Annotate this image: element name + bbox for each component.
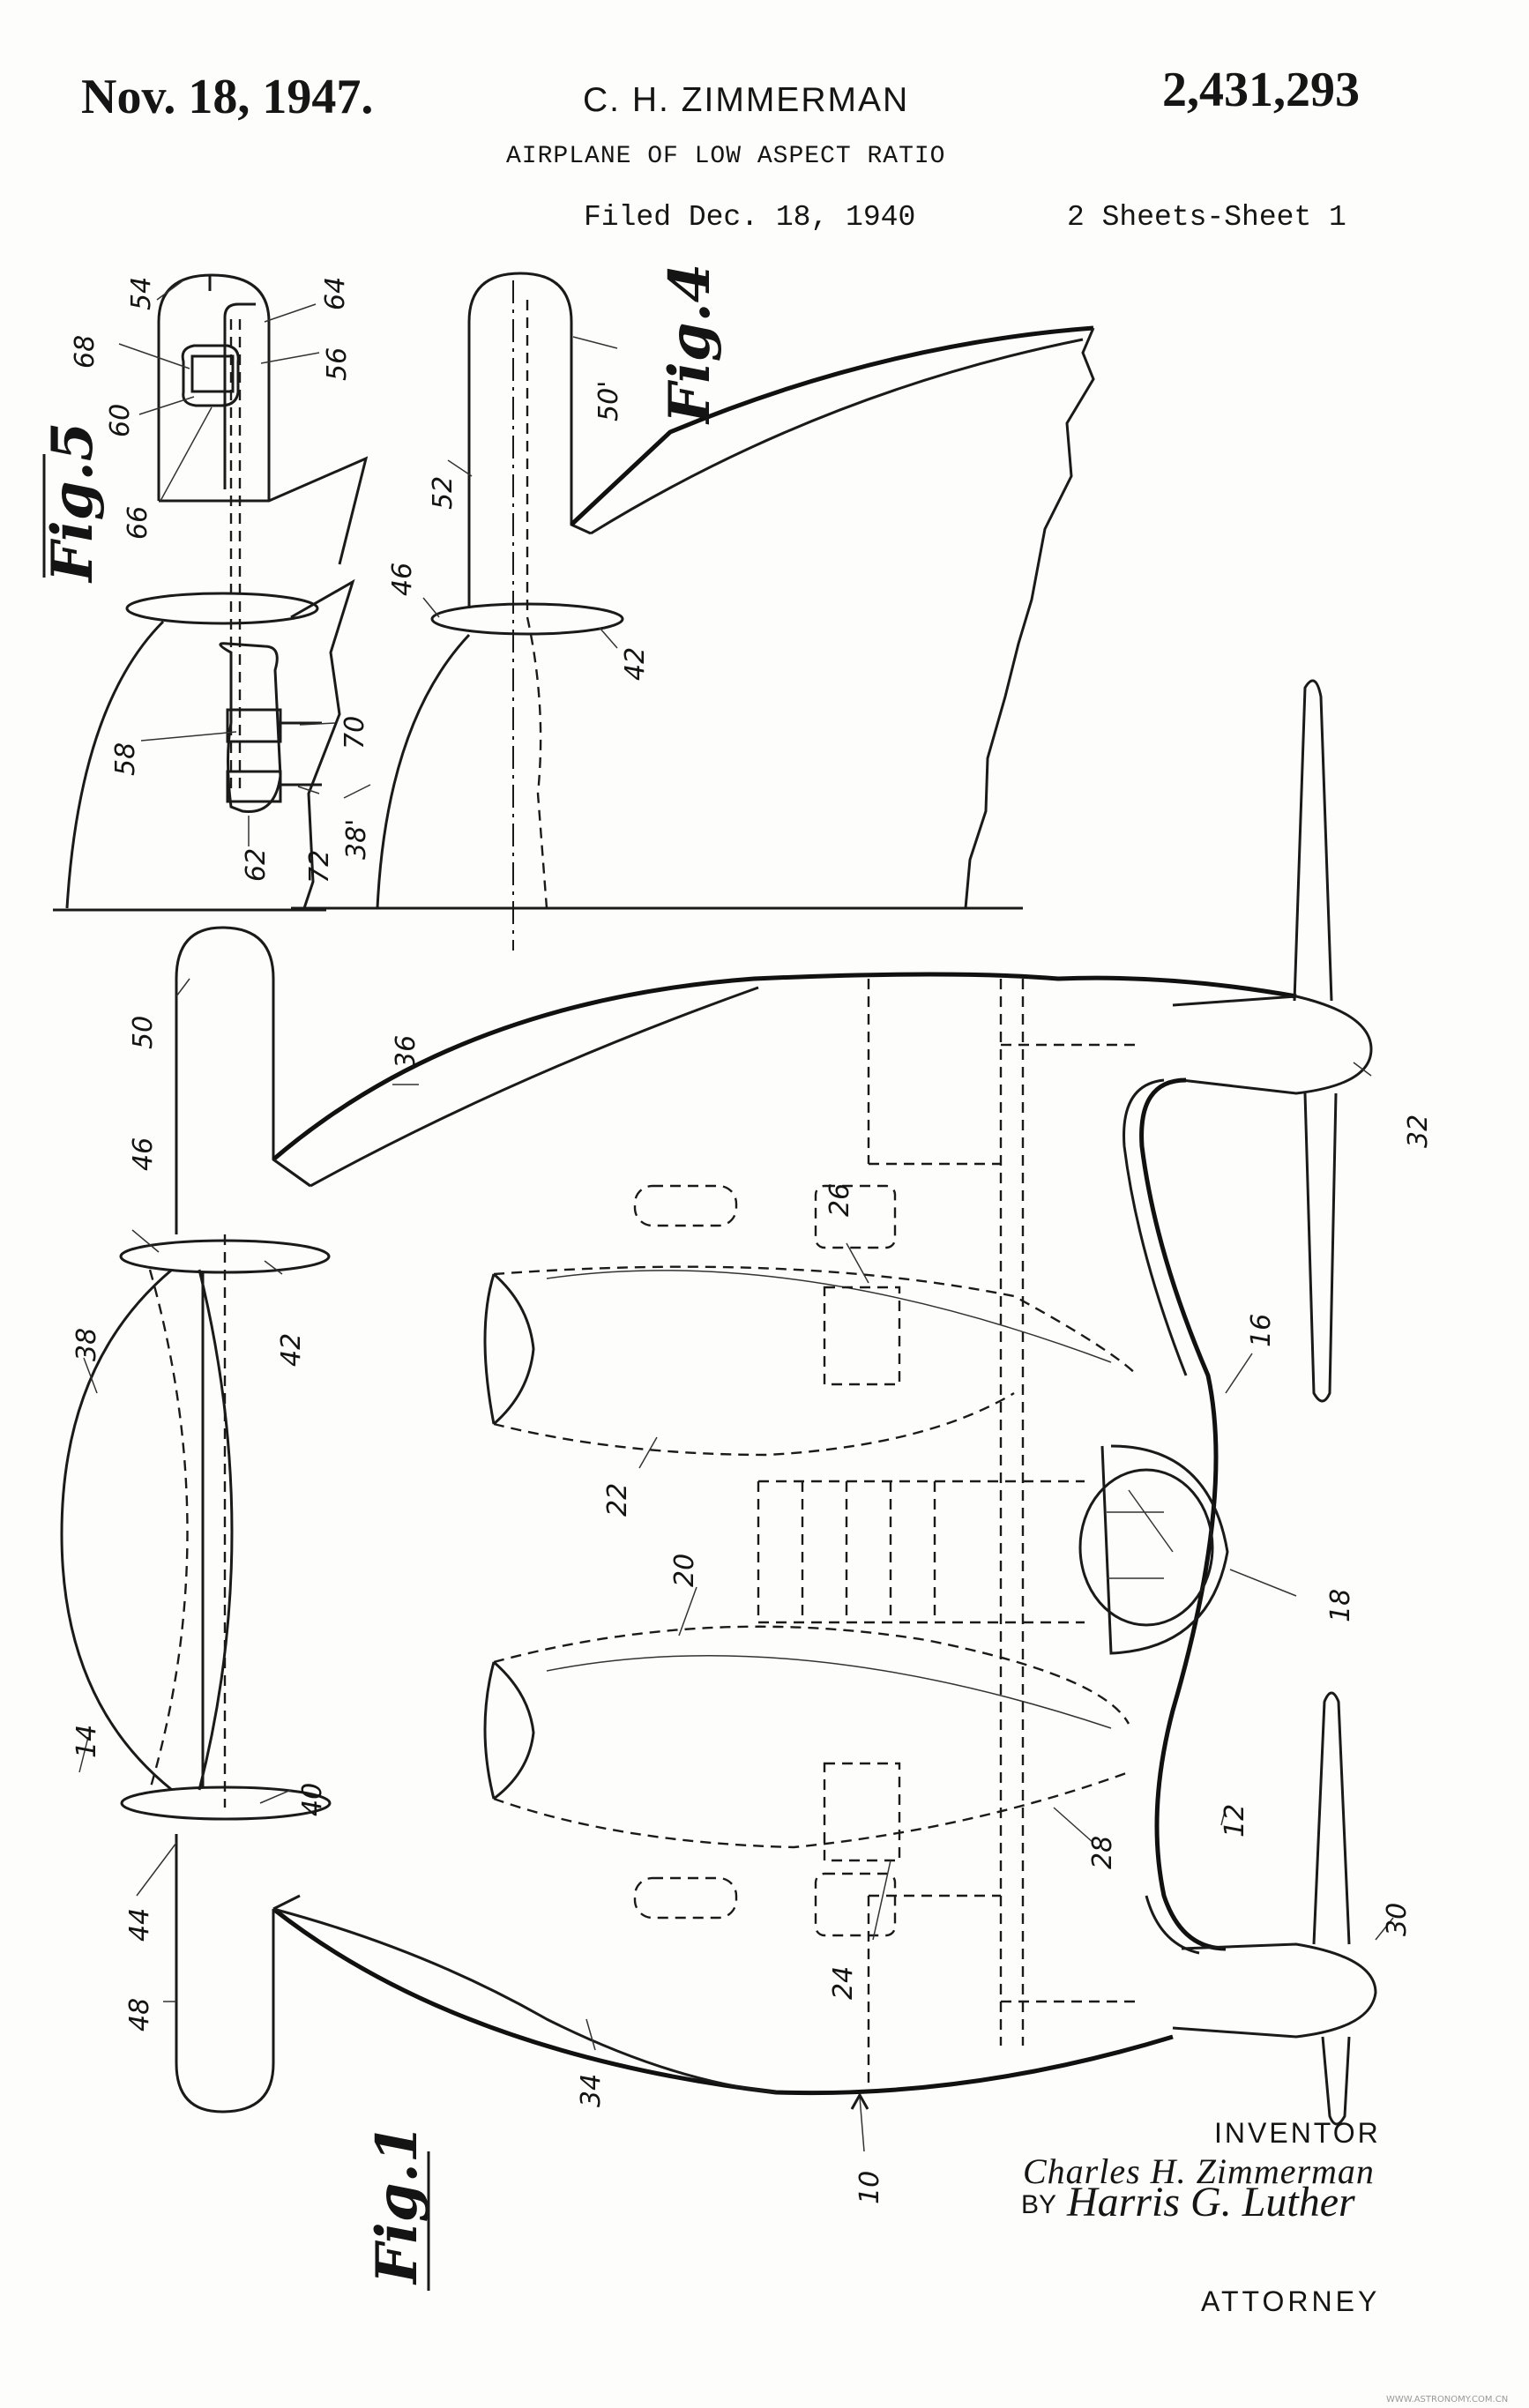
ref-34: 34: [576, 2074, 607, 2107]
fig5-drawing: [53, 273, 371, 912]
inventor-label: INVENTOR: [1214, 2117, 1381, 2149]
ref-36: 36: [391, 1035, 421, 1069]
sheet-count: 2 Sheets-Sheet 1: [1067, 201, 1346, 234]
ref-62: 62: [241, 848, 272, 882]
ref-20: 20: [669, 1554, 700, 1587]
watermark-text: WWW.ASTRONOMY.COM.CN: [1386, 2395, 1509, 2404]
ref-64: 64: [320, 277, 351, 310]
ref-24: 24: [828, 1966, 859, 2000]
ref-48: 48: [124, 1998, 155, 2032]
filed-date: Filed Dec. 18, 1940: [584, 201, 916, 234]
ref-50: 50: [128, 1016, 159, 1049]
ref-72: 72: [304, 850, 335, 883]
ref-26: 26: [824, 1183, 855, 1217]
ref-28: 28: [1087, 1836, 1118, 1869]
fig5-label: Fig.5: [40, 422, 106, 584]
ref-42: 42: [276, 1333, 307, 1367]
ref-12: 12: [1219, 1804, 1250, 1838]
inventor-header: C. H. ZIMMERMAN: [583, 81, 910, 119]
attorney-signature: Harris G. Luther: [1067, 2179, 1355, 2225]
patent-number: 2,431,293: [1162, 63, 1360, 117]
ref-14: 14: [71, 1725, 102, 1758]
fig4-label: Fig.4: [657, 264, 723, 425]
ref-58: 58: [110, 742, 141, 776]
attorney-label: ATTORNEY: [1201, 2285, 1381, 2317]
ref-54: 54: [126, 277, 157, 310]
ref-46-fig4: 46: [387, 563, 418, 596]
ref-16: 16: [1246, 1314, 1277, 1347]
inventor-name: Charles H. Zimmerman: [1023, 2151, 1375, 2191]
fig4-drawing: [291, 272, 1095, 951]
by-label: BY: [1021, 2190, 1057, 2219]
ref-38: 38: [71, 1328, 102, 1361]
ref-22: 22: [602, 1483, 633, 1517]
patent-title: AIRPLANE OF LOW ASPECT RATIO: [506, 143, 946, 170]
ref-70: 70: [339, 716, 370, 749]
ref-68: 68: [70, 335, 101, 369]
ref-10: 10: [854, 2171, 885, 2204]
ref-30: 30: [1382, 1903, 1413, 1936]
ref-52: 52: [428, 476, 459, 510]
ref-44: 44: [124, 1908, 155, 1942]
ref-50-prime: 50': [593, 381, 624, 421]
fig1-drawing: [60, 679, 1394, 2152]
ref-32: 32: [1403, 1115, 1434, 1148]
ref-66: 66: [123, 506, 153, 540]
ref-18: 18: [1325, 1589, 1356, 1622]
ref-40: 40: [297, 1783, 328, 1816]
ref-42-fig4: 42: [620, 647, 651, 681]
ref-46: 46: [128, 1137, 159, 1171]
patent-date: Nov. 18, 1947.: [81, 70, 374, 124]
ref-60: 60: [105, 404, 136, 437]
fig1-label: Fig.1: [364, 2124, 430, 2285]
ref-56: 56: [322, 347, 353, 381]
ref-38-prime: 38': [341, 819, 372, 860]
